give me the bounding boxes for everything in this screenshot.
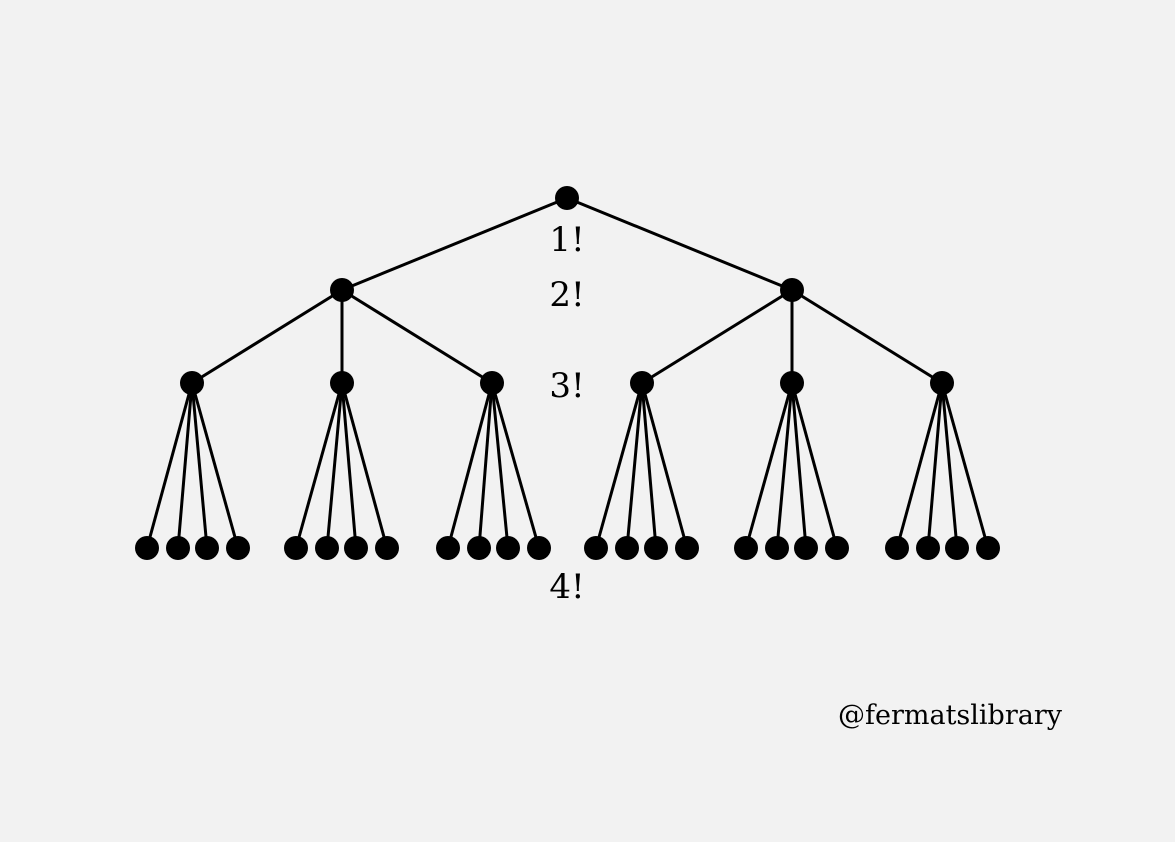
level-label-4: 4! bbox=[549, 567, 584, 607]
tree-nodes bbox=[135, 186, 1000, 560]
node-b3z bbox=[976, 536, 1000, 560]
edge-b1-b1w bbox=[594, 382, 644, 549]
node-a1x bbox=[166, 536, 190, 560]
node-a2y bbox=[344, 536, 368, 560]
node-b1x bbox=[615, 536, 639, 560]
node-b2y bbox=[794, 536, 818, 560]
node-a1y bbox=[195, 536, 219, 560]
edge-b2-b2x bbox=[775, 382, 794, 549]
edge-root-b bbox=[566, 196, 793, 292]
node-a3z bbox=[527, 536, 551, 560]
node-root bbox=[555, 186, 579, 210]
edge-a3-a3z bbox=[490, 382, 541, 549]
edge-b3-b3w bbox=[895, 382, 944, 549]
node-a3y bbox=[496, 536, 520, 560]
edge-a1-a1x bbox=[176, 382, 194, 549]
edge-b1-b1x bbox=[625, 382, 644, 549]
edge-a-a3 bbox=[341, 288, 493, 385]
edge-b1-b1z bbox=[640, 382, 689, 549]
edge-a1-a1y bbox=[190, 382, 209, 549]
node-a3 bbox=[480, 371, 504, 395]
edge-b3-b3x bbox=[926, 382, 944, 549]
watermark-handle: @fermatslibrary bbox=[838, 700, 1063, 731]
node-a2z bbox=[375, 536, 399, 560]
node-b3w bbox=[885, 536, 909, 560]
node-a1 bbox=[180, 371, 204, 395]
edge-a3-a3w bbox=[446, 382, 494, 549]
node-a2 bbox=[330, 371, 354, 395]
node-a1z bbox=[226, 536, 250, 560]
node-b bbox=[780, 278, 804, 302]
node-b3y bbox=[945, 536, 969, 560]
node-b1z bbox=[675, 536, 699, 560]
node-b2z bbox=[825, 536, 849, 560]
edge-a1-a1w bbox=[145, 382, 194, 549]
node-b2 bbox=[780, 371, 804, 395]
edge-a-a1 bbox=[191, 288, 343, 385]
edge-b1-b1y bbox=[640, 382, 658, 549]
node-b2w bbox=[734, 536, 758, 560]
edge-a2-a2w bbox=[294, 382, 344, 549]
level-label-2: 2! bbox=[549, 275, 584, 315]
edge-a2-a2z bbox=[340, 382, 389, 549]
node-b2x bbox=[765, 536, 789, 560]
level-label-3: 3! bbox=[549, 366, 584, 406]
node-a2x bbox=[315, 536, 339, 560]
edge-b-b1 bbox=[641, 288, 793, 385]
edge-b2-b2z bbox=[790, 382, 839, 549]
node-a bbox=[330, 278, 354, 302]
node-b1 bbox=[630, 371, 654, 395]
edge-a3-a3y bbox=[490, 382, 510, 549]
edge-b2-b2w bbox=[744, 382, 794, 549]
node-b1w bbox=[584, 536, 608, 560]
edge-a1-a1z bbox=[190, 382, 240, 549]
edge-b3-b3z bbox=[940, 382, 990, 549]
node-a3w bbox=[436, 536, 460, 560]
edge-a2-a2x bbox=[325, 382, 344, 549]
edge-b2-b2y bbox=[790, 382, 808, 549]
node-b3x bbox=[916, 536, 940, 560]
edge-root-a bbox=[341, 196, 568, 292]
node-b1y bbox=[644, 536, 668, 560]
edge-b-b3 bbox=[791, 288, 943, 385]
edge-a2-a2y bbox=[340, 382, 358, 549]
node-b3 bbox=[930, 371, 954, 395]
edge-a3-a3x bbox=[477, 382, 494, 549]
node-a3x bbox=[467, 536, 491, 560]
level-label-1: 1! bbox=[549, 220, 584, 260]
edge-b3-b3y bbox=[940, 382, 959, 549]
node-a1w bbox=[135, 536, 159, 560]
node-a2w bbox=[284, 536, 308, 560]
tree-edges bbox=[145, 196, 990, 549]
